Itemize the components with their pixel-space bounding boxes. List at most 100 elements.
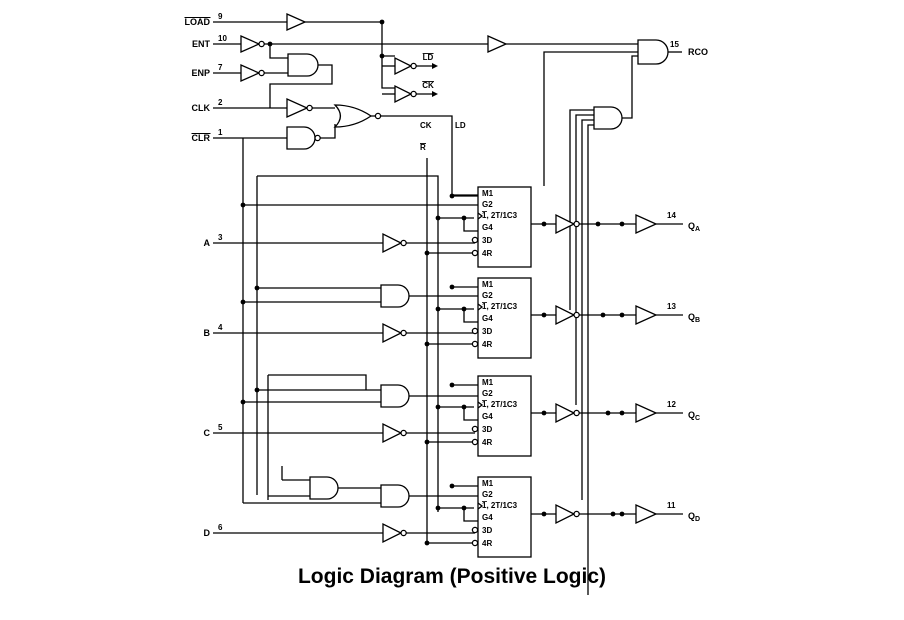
- ld-internal-label: LD: [455, 121, 466, 130]
- load-bus: [257, 175, 439, 512]
- output-label-qa: QA: [688, 221, 700, 233]
- junction-dot: [619, 221, 625, 227]
- output-buffer-b: [635, 304, 658, 326]
- inversion-bubble: [374, 112, 382, 120]
- input-label-ent: ENT: [192, 39, 211, 49]
- and-body: [380, 384, 410, 408]
- pin-number-5: 5: [218, 423, 223, 432]
- wire: [318, 124, 336, 139]
- clock-triangle: [477, 401, 484, 409]
- input-label-b: B: [204, 328, 211, 338]
- buffer-triangle: [240, 63, 261, 83]
- junction-dot: [267, 41, 273, 47]
- input-label-a: A: [204, 238, 211, 248]
- junction-dot: [449, 193, 455, 199]
- junction-dot: [435, 505, 441, 511]
- output-pin-13: 13: [667, 302, 676, 311]
- ck-line: [381, 115, 478, 196]
- flipflop-pin-label: G2: [482, 490, 493, 499]
- junction-dot: [435, 306, 441, 312]
- flipflop-pin-label: M1: [482, 378, 494, 387]
- clk-inverter: [286, 97, 313, 119]
- arrow-head: [432, 63, 438, 69]
- junction-dot: [541, 410, 547, 416]
- wire: [463, 508, 478, 522]
- carry-and-gate: [593, 106, 623, 130]
- pin-number-1: 1: [218, 128, 223, 137]
- carry-input: [569, 109, 594, 310]
- inversion-bubble: [471, 526, 479, 534]
- ck-internal-label: CK: [420, 121, 432, 130]
- clock-or-gate: [333, 104, 373, 128]
- junction-dots: [240, 19, 625, 546]
- flipflop-pin-label: 4R: [482, 249, 492, 258]
- inversion-bubble: [471, 340, 479, 348]
- and-body: [286, 126, 316, 150]
- junction-dot: [424, 341, 430, 347]
- inversion-bubble: [258, 69, 265, 77]
- flipflop-pin-label: G2: [482, 200, 493, 209]
- buffer-triangle: [635, 402, 658, 424]
- flipflop-pin-label: 1, 2T/1C3: [482, 302, 518, 311]
- clock-triangle: [477, 212, 484, 220]
- load-buffer: [286, 12, 307, 32]
- clock-triangle: [477, 502, 484, 510]
- junction-dot: [541, 511, 547, 517]
- buffer-triangle: [382, 522, 403, 544]
- ent-to-and: [269, 44, 288, 59]
- output-subscript: D: [695, 516, 700, 523]
- output-pin-14: 14: [667, 211, 676, 220]
- buffer-triangle: [286, 97, 309, 119]
- inversion-bubble: [573, 311, 580, 319]
- output-pin-11: 11: [667, 501, 676, 510]
- output-inverter-c: [555, 402, 580, 424]
- inversion-bubble: [573, 220, 580, 228]
- buffer-triangle: [635, 213, 658, 235]
- flipflop-pin-label: 3D: [482, 327, 492, 336]
- junction-dot: [424, 439, 430, 445]
- flipflop-pin-label: 1, 2T/1C3: [482, 501, 518, 510]
- pin-number-2: 2: [218, 98, 223, 107]
- inversion-bubble: [573, 510, 580, 518]
- flipflop-pin-label: M1: [482, 280, 494, 289]
- output-buffer-a: [635, 213, 658, 235]
- flipflop-c: [471, 375, 532, 457]
- buffer-triangle: [635, 503, 658, 525]
- output-subscript: A: [695, 226, 700, 233]
- buffer-triangle: [635, 304, 658, 326]
- flipflop-pin-label: G4: [482, 513, 493, 522]
- junction-dot: [595, 221, 601, 227]
- flipflop-pin-label: M1: [482, 189, 494, 198]
- input-label-clr: CLR: [192, 133, 211, 143]
- and-body: [593, 106, 623, 130]
- data-c-inverter: [382, 422, 407, 444]
- junction-dot: [461, 505, 467, 511]
- output-buffer-c: [635, 402, 658, 424]
- flipflop-pin-label: 3D: [482, 236, 492, 245]
- buffer-triangle: [382, 232, 403, 254]
- inversion-bubble: [410, 62, 417, 70]
- junction-dot: [461, 215, 467, 221]
- output-buffer-d: [635, 503, 658, 525]
- diagram-caption: Logic Diagram (Positive Logic): [297, 565, 607, 588]
- flipflop-pin-label: G2: [482, 291, 493, 300]
- output-inverter-d: [555, 503, 580, 525]
- output-label-qb: QB: [688, 312, 700, 324]
- buffer-triangle: [487, 34, 508, 54]
- flipflop-pin-label: 1, 2T/1C3: [482, 211, 518, 220]
- buffer-triangle: [382, 322, 403, 344]
- output-subscript: B: [695, 317, 700, 324]
- clock-triangle: [477, 303, 484, 311]
- output-label-qc: QC: [688, 410, 700, 422]
- reset-label: R: [420, 143, 426, 152]
- and-body: [287, 53, 319, 77]
- input-label-c: C: [204, 428, 211, 438]
- inversion-bubble: [410, 90, 417, 98]
- junction-dot: [619, 410, 625, 416]
- buffer-triangle: [555, 213, 576, 235]
- junction-dot: [610, 511, 616, 517]
- flipflop-pin-label: 3D: [482, 425, 492, 434]
- load-buffer-out: [305, 21, 395, 57]
